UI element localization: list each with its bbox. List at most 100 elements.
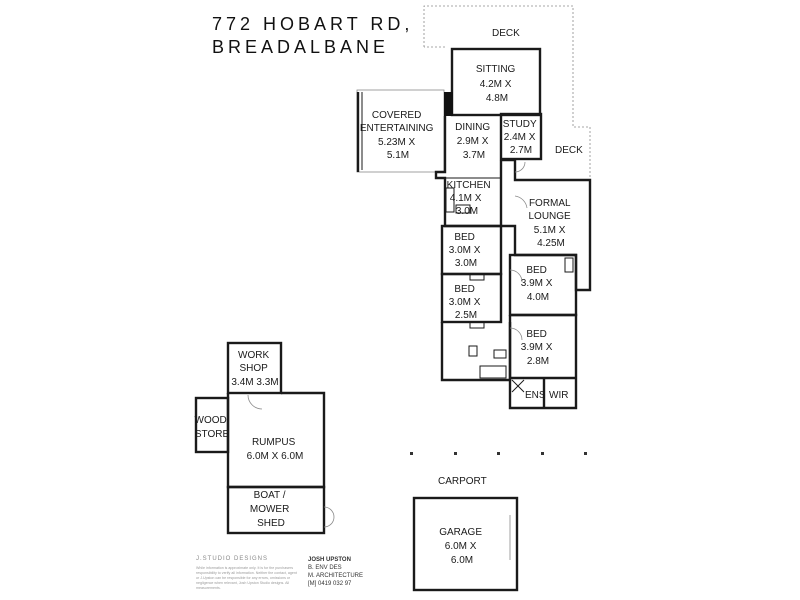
kitchen-sink: [455, 204, 471, 214]
label-bed-d: BED 3.9M X 2.8M: [521, 329, 555, 367]
label-workshop-name1: WORK: [238, 350, 269, 361]
label-dining: DINING 2.9M X 3.7M: [455, 122, 493, 161]
sitting-room-walls: [450, 47, 542, 117]
label-workshop: WORK SHOP 3.4M 3.3M: [231, 350, 278, 388]
label-covered-name1: COVERED: [372, 110, 421, 121]
label-bed-c-dim1: 3.9M X: [521, 278, 553, 289]
label-lounge-dim1: 5.1M X: [534, 225, 566, 236]
label-garage-dim2: 6.0M: [451, 555, 473, 566]
label-deck-top: DECK: [492, 28, 520, 39]
label-lounge-name1: FORMAL: [529, 198, 571, 209]
label-lounge-dim2: 4.25M: [537, 238, 565, 249]
label-formal-lounge: FORMAL LOUNGE 5.1M X 4.25M: [528, 198, 573, 249]
label-boat-shed: BOAT / MOWER SHED: [250, 490, 292, 529]
bathroom-walls: [440, 322, 512, 382]
label-bed-d-dim1: 3.9M X: [521, 342, 553, 353]
property-address-line2: BREADALBANE: [212, 37, 390, 57]
door-swing-bed-d: [509, 327, 523, 341]
label-bed-c-dim2: 4.0M: [527, 292, 549, 303]
door-swing-study: [514, 161, 526, 173]
wood-store-walls: [194, 396, 230, 454]
label-lounge-name2: LOUNGE: [528, 211, 571, 222]
door-swing-shed-1: [323, 506, 335, 518]
label-covered-name2: ENTERTAINING: [360, 123, 434, 134]
label-wir: WIR: [549, 390, 568, 401]
deck-outline: [423, 5, 591, 180]
vanity: [493, 349, 507, 359]
architect-name: JOSH UPSTON: [308, 557, 351, 563]
label-deck-right: DECK: [555, 145, 583, 156]
label-covered-dim2: 5.1M: [387, 150, 409, 161]
architect-degree-1: B. ENV DES: [308, 565, 342, 571]
label-sitting-name: SITTING: [476, 64, 516, 75]
robe-c: [564, 257, 574, 273]
label-dining-dim2: 3.7M: [463, 150, 485, 161]
toilet: [468, 345, 478, 357]
label-bed-a: BED 3.0M X 3.0M: [449, 232, 483, 269]
label-covered-dim1: 5.23M X: [378, 137, 416, 148]
door-swing-rumpus: [247, 394, 263, 410]
label-sitting-dim1: 4.2M X: [480, 79, 512, 90]
bathtub: [479, 365, 507, 379]
label-garage: GARAGE 6.0M X 6.0M: [439, 527, 485, 566]
shower-x2: [511, 379, 525, 393]
label-covered-entertaining: COVERED ENTERTAINING 5.23M X 5.1M: [360, 110, 436, 161]
label-rumpus-dim: 6.0M X 6.0M: [247, 451, 304, 462]
disclaimer-text: While information is approximate only. I…: [196, 566, 297, 590]
study-walls: [499, 112, 543, 161]
label-bed-b-dim2: 2.5M: [455, 310, 477, 321]
door-swing-bed-c: [509, 269, 523, 283]
label-garage-dim1: 6.0M X: [445, 541, 477, 552]
label-bed-d-name: BED: [526, 329, 547, 340]
label-bed-a-dim1: 3.0M X: [449, 245, 481, 256]
label-wood-store-name2: STORE: [195, 429, 230, 440]
label-workshop-name2: SHOP: [240, 363, 269, 374]
label-study-dim2: 2.7M: [510, 145, 532, 156]
door-swing-shed-2: [323, 516, 335, 528]
label-bed-d-dim2: 2.8M: [527, 356, 549, 367]
label-workshop-dim: 3.4M 3.3M: [231, 377, 278, 388]
label-bed-b-name: BED: [454, 284, 475, 295]
label-bed-b-dim1: 3.0M X: [449, 297, 481, 308]
label-garage-name: GARAGE: [439, 527, 482, 538]
label-study-name: STUDY: [503, 119, 537, 130]
label-sitting: SITTING 4.2M X 4.8M: [476, 64, 518, 104]
label-kitchen: KITCHEN 4.1M X 3.0M: [447, 180, 494, 217]
garage-walls: [412, 496, 519, 592]
label-carport: CARPORT: [438, 476, 487, 487]
robe-a: [469, 273, 485, 281]
kitchen-bench: [445, 187, 455, 213]
label-rumpus: RUMPUS 6.0M X 6.0M: [247, 437, 304, 462]
architect-credit: JOSH UPSTON B. ENV DES M. ARCHITECTURE […: [308, 556, 363, 588]
property-address-line1: 772 HOBART RD,: [212, 14, 414, 34]
label-sitting-dim2: 4.8M: [486, 93, 508, 104]
label-kitchen-name: KITCHEN: [447, 180, 491, 191]
label-boat-shed-name2: MOWER: [250, 504, 289, 515]
label-ens: ENS: [525, 390, 546, 401]
label-wood-store-name1: WOOD: [195, 415, 227, 426]
label-boat-shed-name3: SHED: [257, 518, 285, 529]
label-study-dim1: 2.4M X: [504, 132, 536, 143]
label-study: STUDY 2.4M X 2.7M: [503, 119, 540, 156]
workshop-walls: [226, 341, 283, 395]
label-wood-store: WOOD STORE: [195, 415, 230, 440]
robe-b: [469, 321, 485, 329]
label-dining-name: DINING: [455, 122, 490, 133]
label-kitchen-dim1: 4.1M X: [450, 193, 482, 204]
studio-logo-text: J.STUDIO DESIGNS: [196, 556, 269, 562]
architect-degree-2: M. ARCHITECTURE: [308, 573, 364, 579]
label-bed-c-name: BED: [526, 265, 547, 276]
label-kitchen-dim2: 3.0M: [456, 206, 478, 217]
label-boat-shed-name1: BOAT /: [254, 490, 286, 501]
door-swing-lounge: [514, 195, 528, 209]
fireplace: [444, 92, 453, 116]
label-bed-a-dim2: 3.0M: [455, 258, 477, 269]
label-bed-c: BED 3.9M X 4.0M: [521, 265, 555, 303]
architect-phone: [M] 0419 032 97: [308, 581, 352, 587]
label-bed-a-name: BED: [454, 232, 475, 243]
formal-lounge-walls: [501, 158, 592, 292]
label-bed-b: BED 3.0M X 2.5M: [449, 284, 483, 321]
label-rumpus-name: RUMPUS: [252, 437, 296, 448]
carport-markers: [410, 452, 587, 455]
boat-shed-walls: [226, 485, 326, 535]
